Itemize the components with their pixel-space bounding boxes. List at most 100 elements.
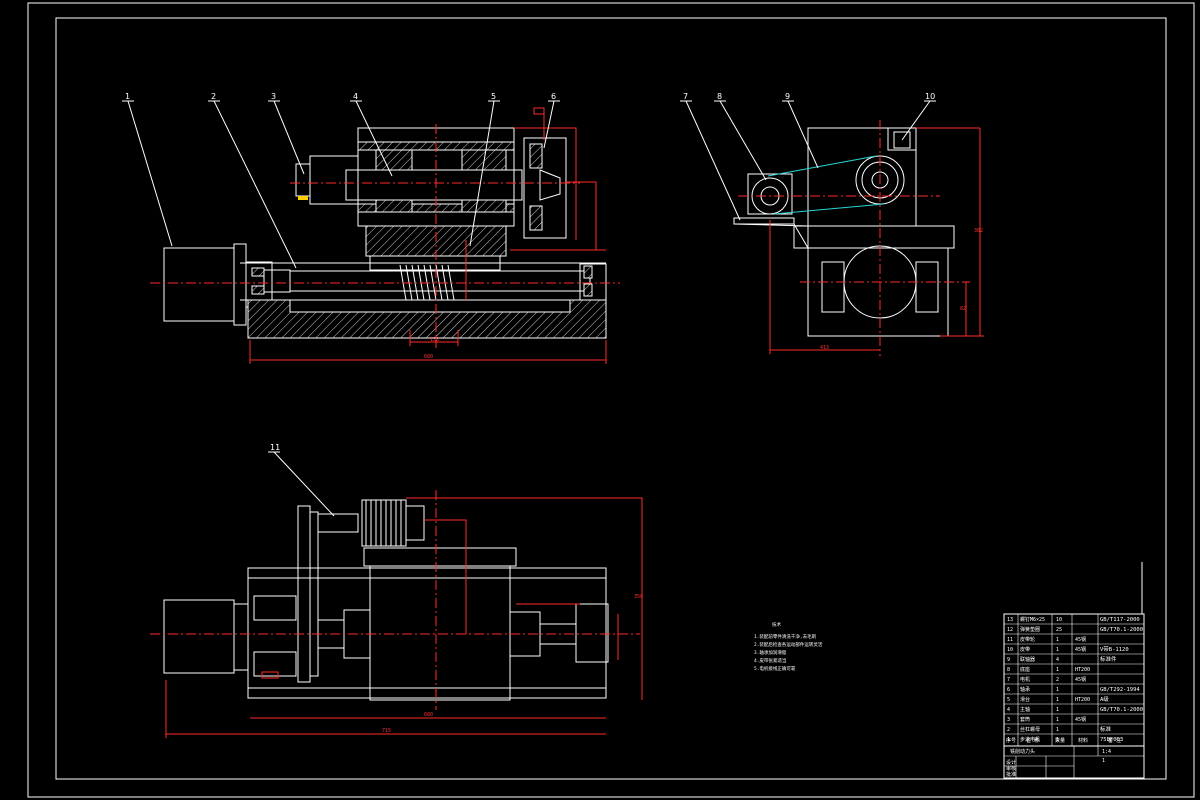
balloon-11: 11 <box>270 443 280 452</box>
note-line-4: 4.皮带张紧适当 <box>754 657 786 664</box>
dim-top-base: 680 <box>424 712 433 718</box>
dim-side-height: 382 <box>974 228 983 234</box>
dim-main-length: 680 <box>424 354 433 360</box>
bom-cell: 10 <box>1056 617 1062 623</box>
bom-cell: 电机 <box>1020 676 1030 683</box>
bom-cell: GB/T117-2000 <box>1100 617 1140 623</box>
bom-cell: 25 <box>1056 627 1062 633</box>
bom-cell: GB/T292-1994 <box>1100 687 1140 693</box>
bom-cell: 1 <box>1056 637 1059 643</box>
bom-header-qty: 数量 <box>1055 737 1065 744</box>
balloon-5: 5 <box>491 92 496 101</box>
bom-cell: A级 <box>1100 695 1109 703</box>
bom-cell: 3 <box>1007 717 1010 723</box>
bom-cell: HT200 <box>1075 697 1090 703</box>
bom-cell: 45钢 <box>1075 676 1086 683</box>
balloon-4: 4 <box>353 92 358 101</box>
bom-cell: GB/T70.1-2000 <box>1100 707 1143 713</box>
bom-cell: 步进电机 <box>1020 736 1040 743</box>
bom-header-remark: 备 注 <box>1108 737 1121 744</box>
bom-cell: HT200 <box>1075 667 1090 673</box>
leaders-front <box>122 100 560 269</box>
bom-cell: 6 <box>1007 687 1010 693</box>
bom-cell: 2 <box>1007 727 1010 733</box>
bom-cell: 1 <box>1056 707 1059 713</box>
top-spindle-housing <box>369 565 511 701</box>
bom-header-name: 名 称 <box>1026 737 1039 744</box>
bom-cell: 联轴器 <box>1020 656 1035 663</box>
balloon-7: 7 <box>683 92 688 101</box>
bom-cell: 1 <box>1056 737 1059 743</box>
dim-top-right-h: 350 <box>634 594 643 600</box>
dim-top-overall: 715 <box>382 728 391 734</box>
bom-cell: 螺钉M6×25 <box>1020 616 1045 623</box>
outer-border <box>27 2 1195 798</box>
balloon-3: 3 <box>271 92 276 101</box>
top-stepper-motor <box>163 599 235 674</box>
bom-cell: 轴承 <box>1020 686 1030 693</box>
spindle-pulley <box>523 137 567 239</box>
top-motor <box>361 499 407 547</box>
balloon-8: 8 <box>717 92 722 101</box>
bom-cell: 标准件 <box>1100 655 1117 663</box>
title-drawing-name: 铣削动力头 <box>1010 748 1035 755</box>
balloon-1: 1 <box>125 92 130 101</box>
note-line-5: 5.电机接线正确可靠 <box>754 665 796 672</box>
bom-cell: 45钢 <box>1075 646 1086 653</box>
dim-main-center: 138 <box>430 337 439 343</box>
bom-cell: 丝杠螺母 <box>1020 726 1040 733</box>
bom-cell: 1 <box>1056 647 1059 653</box>
bom-cell: 9 <box>1007 657 1010 663</box>
bom-cell: 7 <box>1007 677 1010 683</box>
leaders-side <box>680 100 936 221</box>
belt-lower <box>773 203 885 215</box>
bom-cell: 2 <box>1056 677 1059 683</box>
bom-header-no: 序号 <box>1006 737 1016 744</box>
bom-cell: 1 <box>1056 727 1059 733</box>
title-design: 设计 <box>1006 759 1016 766</box>
bom-cell: 1 <box>1056 667 1059 673</box>
bom-cell: 4 <box>1056 657 1059 663</box>
bom-cell: 套筒 <box>1020 716 1030 723</box>
bom-cell: 1 <box>1056 717 1059 723</box>
title-sheet: 1 <box>1102 758 1105 764</box>
note-line-3: 3.轴承加润滑脂 <box>754 649 787 656</box>
bom-cell: 1 <box>1007 737 1010 743</box>
bom-cell: 75BF003 <box>1100 737 1123 743</box>
dim-side-right-mid: 82 <box>960 306 966 312</box>
balloon-10: 10 <box>925 92 935 101</box>
title-check: 审核 <box>1006 765 1016 772</box>
bom-cell: 皮带 <box>1020 646 1030 653</box>
stepper-motor <box>163 247 235 322</box>
bom-cell: 弹簧垫圈 <box>1020 626 1040 633</box>
note-line-1: 1.装配前零件清洗干净,去毛刺 <box>754 633 817 640</box>
inner-border <box>55 17 1167 780</box>
title-scale: 1:4 <box>1102 749 1111 755</box>
bom-cell: 皮带轮 <box>1020 636 1035 643</box>
belt-upper <box>767 155 877 177</box>
bom-cell: 1 <box>1056 687 1059 693</box>
bom-header-material: 材料 <box>1078 737 1088 744</box>
bom-cell: 45钢 <box>1075 636 1086 643</box>
side-view: 413 382 82 7 8 9 10 <box>680 92 984 356</box>
front-section-view: 680 138 1 2 3 4 5 6 <box>122 92 620 364</box>
balloon-2: 2 <box>211 92 216 101</box>
title-approve: 批准 <box>1006 771 1016 778</box>
bom-cell: 45钢 <box>1075 716 1086 723</box>
bom-cell: 13 <box>1007 617 1013 623</box>
technical-notes: 技术 1.装配前零件清洗干净,去毛刺 2.装配后检查各运动部件运转灵活 3.轴承… <box>754 621 823 672</box>
bom-cell: 滑台 <box>1020 696 1030 703</box>
top-view: 680 715 350 11 <box>150 443 643 738</box>
balloon-6: 6 <box>551 92 556 101</box>
bom-cell: 4 <box>1007 707 1010 713</box>
bom-cell: 8 <box>1007 667 1010 673</box>
bom-cell: 5 <box>1007 697 1010 703</box>
bom-cell: 标准 <box>1100 725 1112 733</box>
dim-side-width: 413 <box>820 345 829 351</box>
base-bed <box>247 299 607 339</box>
bom-cell: 11 <box>1007 637 1013 643</box>
balloon-9: 9 <box>785 92 790 101</box>
